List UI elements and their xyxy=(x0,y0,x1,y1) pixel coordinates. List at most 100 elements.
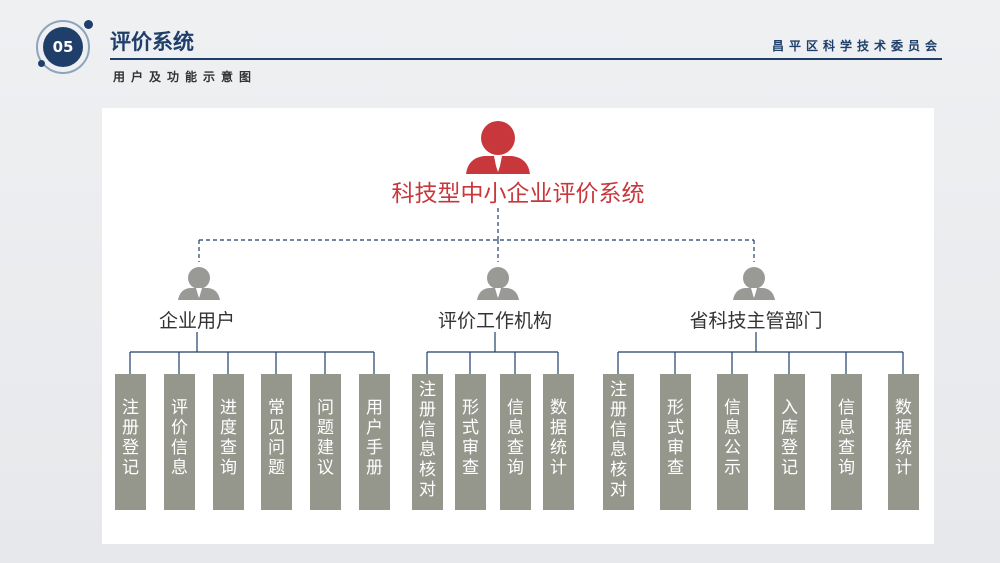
organization-name: 昌平区科学技术委员会 xyxy=(771,39,942,53)
leaf-node-char: 登 xyxy=(122,438,139,458)
leaf-node-char: 核 xyxy=(610,460,627,480)
leaf-node-char: 统 xyxy=(895,438,912,458)
leaf-node-char: 公 xyxy=(724,438,741,458)
leaf-node-char: 式 xyxy=(667,418,684,438)
badge-dot xyxy=(38,60,45,67)
leaf-node-char: 查 xyxy=(667,458,684,478)
leaf-node-char: 注 xyxy=(419,380,436,400)
leaf-node-char: 据 xyxy=(895,418,912,438)
leaf-node-char: 题 xyxy=(268,458,285,478)
leaf-node-char: 册 xyxy=(610,400,627,420)
leaf-node-char: 对 xyxy=(610,480,627,500)
group-label-evaluation-agency: 评价工作机构 xyxy=(437,310,552,332)
leaf-node: 信息查询 xyxy=(500,374,531,510)
header-rule xyxy=(110,58,942,60)
leaf-node-char: 册 xyxy=(122,418,139,438)
leaf-node: 常见问题 xyxy=(261,374,292,510)
leaf-node-char: 息 xyxy=(838,418,855,438)
group-person-icon xyxy=(178,267,220,300)
leaf-node-char: 建 xyxy=(317,438,334,458)
leaf-node: 数据统计 xyxy=(543,374,574,510)
leaf-node-char: 信 xyxy=(419,420,436,440)
leaf-node-char: 统 xyxy=(550,438,567,458)
leaf-node-char: 息 xyxy=(724,418,741,438)
leaf-node-char: 数 xyxy=(895,398,912,418)
leaf-node-char: 入 xyxy=(781,398,798,418)
leaf-node-char: 对 xyxy=(419,480,436,500)
leaf-node-char: 登 xyxy=(781,438,798,458)
root-person-icon xyxy=(466,121,530,174)
leaf-node: 形式审查 xyxy=(660,374,691,510)
leaf-node-char: 注 xyxy=(610,380,627,400)
leaf-node-char: 见 xyxy=(268,418,285,438)
leaf-node-char: 用 xyxy=(366,398,383,418)
leaf-node-char: 审 xyxy=(667,438,684,458)
leaf-node-char: 信 xyxy=(838,398,855,418)
leaf-node-char: 形 xyxy=(462,398,479,418)
leaf-node: 注册登记 xyxy=(115,374,146,510)
diagram-panel: 科技型中小企业评价系统 企业用户 评价工作机构 省科技主管部门 注册登记 评价信… xyxy=(102,108,934,544)
leaf-node-char: 息 xyxy=(610,440,627,460)
leaf-node-char: 册 xyxy=(366,458,383,478)
leaf-node-char: 计 xyxy=(895,458,912,478)
leaf-node-char: 信 xyxy=(171,438,188,458)
leaf-node-char: 询 xyxy=(838,458,855,478)
leaf-node: 形式审查 xyxy=(455,374,486,510)
leaf-node-char: 价 xyxy=(171,418,188,438)
leaf-node-char: 查 xyxy=(462,458,479,478)
leaf-node: 信息查询 xyxy=(831,374,862,510)
leaf-node-char: 记 xyxy=(122,458,139,478)
leaf-node-char: 库 xyxy=(781,418,798,438)
leaf-node-char: 形 xyxy=(667,398,684,418)
leaf-node-char: 评 xyxy=(171,398,188,418)
leaf-node-char: 数 xyxy=(550,398,567,418)
leaf-node: 注册信息核对 xyxy=(412,374,443,510)
group-person-icon xyxy=(477,267,519,300)
leaf-node: 进度查询 xyxy=(213,374,244,510)
leaf-node-char: 问 xyxy=(268,438,285,458)
leaf-node: 问题建议 xyxy=(310,374,341,510)
leaf-node: 注册信息核对 xyxy=(603,374,634,510)
leaf-node-char: 查 xyxy=(507,438,524,458)
section-number-badge: 05 xyxy=(43,27,83,67)
group-label-enterprise-users: 企业用户 xyxy=(158,310,235,332)
leaf-node-char: 问 xyxy=(317,398,334,418)
leaf-node-char: 式 xyxy=(462,418,479,438)
leaf-node-char: 审 xyxy=(462,438,479,458)
leaf-node-char: 信 xyxy=(724,398,741,418)
leaf-node-char: 核 xyxy=(419,460,436,480)
group-person-icon xyxy=(733,267,775,300)
leaf-node-char: 记 xyxy=(781,458,798,478)
leaf-node-char: 注 xyxy=(122,398,139,418)
leaf-node-char: 示 xyxy=(724,458,741,478)
leaf-node: 入库登记 xyxy=(774,374,805,510)
leaf-node: 信息公示 xyxy=(717,374,748,510)
leaf-node-char: 询 xyxy=(507,458,524,478)
leaf-node-char: 计 xyxy=(550,458,567,478)
leaf-node-char: 度 xyxy=(220,418,237,438)
leaf-node-char: 询 xyxy=(220,458,237,478)
leaf-node-char: 息 xyxy=(419,440,436,460)
leaf-node: 数据统计 xyxy=(888,374,919,510)
root-node-label: 科技型中小企业评价系统 xyxy=(391,181,645,207)
diagram-connectors xyxy=(129,121,904,374)
leaf-node-char: 册 xyxy=(419,400,436,420)
page-title: 评价系统 xyxy=(110,30,194,54)
leaf-node-char: 手 xyxy=(366,438,383,458)
leaf-node-char: 信 xyxy=(610,420,627,440)
leaf-node-char: 进 xyxy=(220,398,237,418)
leaf-node: 用户手册 xyxy=(359,374,390,510)
leaf-node: 评价信息 xyxy=(164,374,195,510)
leaf-node-char: 信 xyxy=(507,398,524,418)
badge-ring xyxy=(36,20,90,74)
leaf-node-char: 常 xyxy=(268,398,285,418)
leaf-node-char: 查 xyxy=(220,438,237,458)
group-label-provincial-department: 省科技主管部门 xyxy=(689,310,823,332)
leaf-node-char: 查 xyxy=(838,438,855,458)
leaf-node-char: 息 xyxy=(171,458,188,478)
page-subtitle: 用户及功能示意图 xyxy=(113,70,258,84)
badge-dot xyxy=(84,20,93,29)
leaf-node-char: 户 xyxy=(366,418,383,438)
leaf-node-char: 议 xyxy=(317,458,334,478)
leaf-node-char: 息 xyxy=(507,418,524,438)
